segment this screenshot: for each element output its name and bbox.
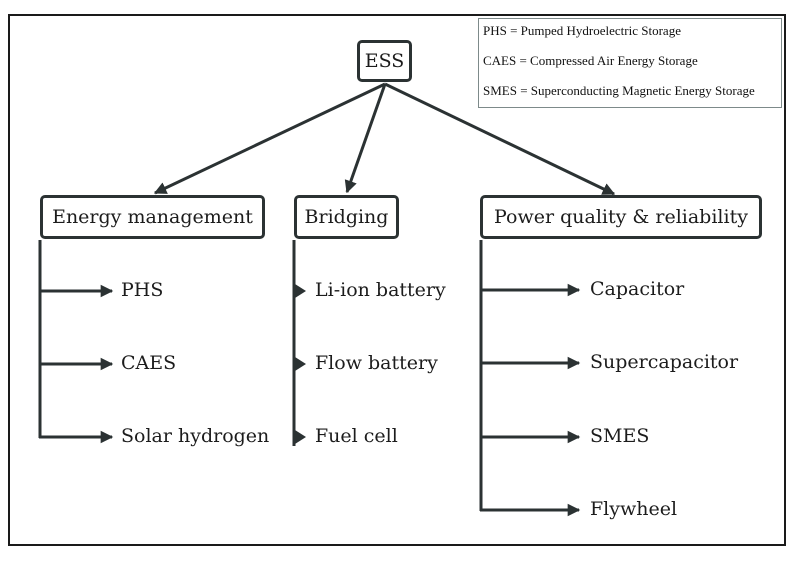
leaf-li-ion-battery: Li-ion battery [315,279,446,301]
legend-item-smes: SMES = Superconducting Magnetic Energy S… [483,83,755,98]
branch-arrow-fuel-cell [295,430,306,444]
diagram-frame [8,14,786,546]
leaf-flow-battery: Flow battery [315,352,438,374]
category-node-power-quality: Power quality & reliability [480,195,762,239]
category-label: Power quality & reliability [494,206,748,228]
arrow-ess-to-power-quality [384,82,616,196]
root-node-ess: ESS [357,40,412,82]
leaf-solar-hydrogen: Solar hydrogen [121,425,270,447]
legend-item-caes: CAES = Compressed Air Energy Storage [483,53,698,68]
branch-arrow-flow-battery [295,357,306,371]
arrow-ess-to-energy-management [153,82,386,195]
branch-arrow-li-ion-battery [295,284,306,298]
abbreviation-legend: PHS = Pumped Hydroelectric Storage CAES … [478,18,782,108]
leaf-phs: PHS [121,279,164,301]
leaf-smes: SMES [590,425,650,447]
leaf-supercapacitor: Supercapacitor [590,351,739,373]
category-node-energy-management: Energy management [40,195,265,239]
root-node-label: ESS [364,50,405,72]
leaf-flywheel: Flywheel [590,498,678,520]
category-label: Energy management [52,206,253,228]
category-label: Bridging [304,206,389,228]
leaf-fuel-cell: Fuel cell [315,425,398,447]
arrow-ess-to-bridging [344,83,387,194]
leaf-caes: CAES [121,352,177,374]
legend-item-phs: PHS = Pumped Hydroelectric Storage [483,23,681,38]
category-node-bridging: Bridging [294,195,399,239]
leaf-capacitor: Capacitor [590,278,685,300]
